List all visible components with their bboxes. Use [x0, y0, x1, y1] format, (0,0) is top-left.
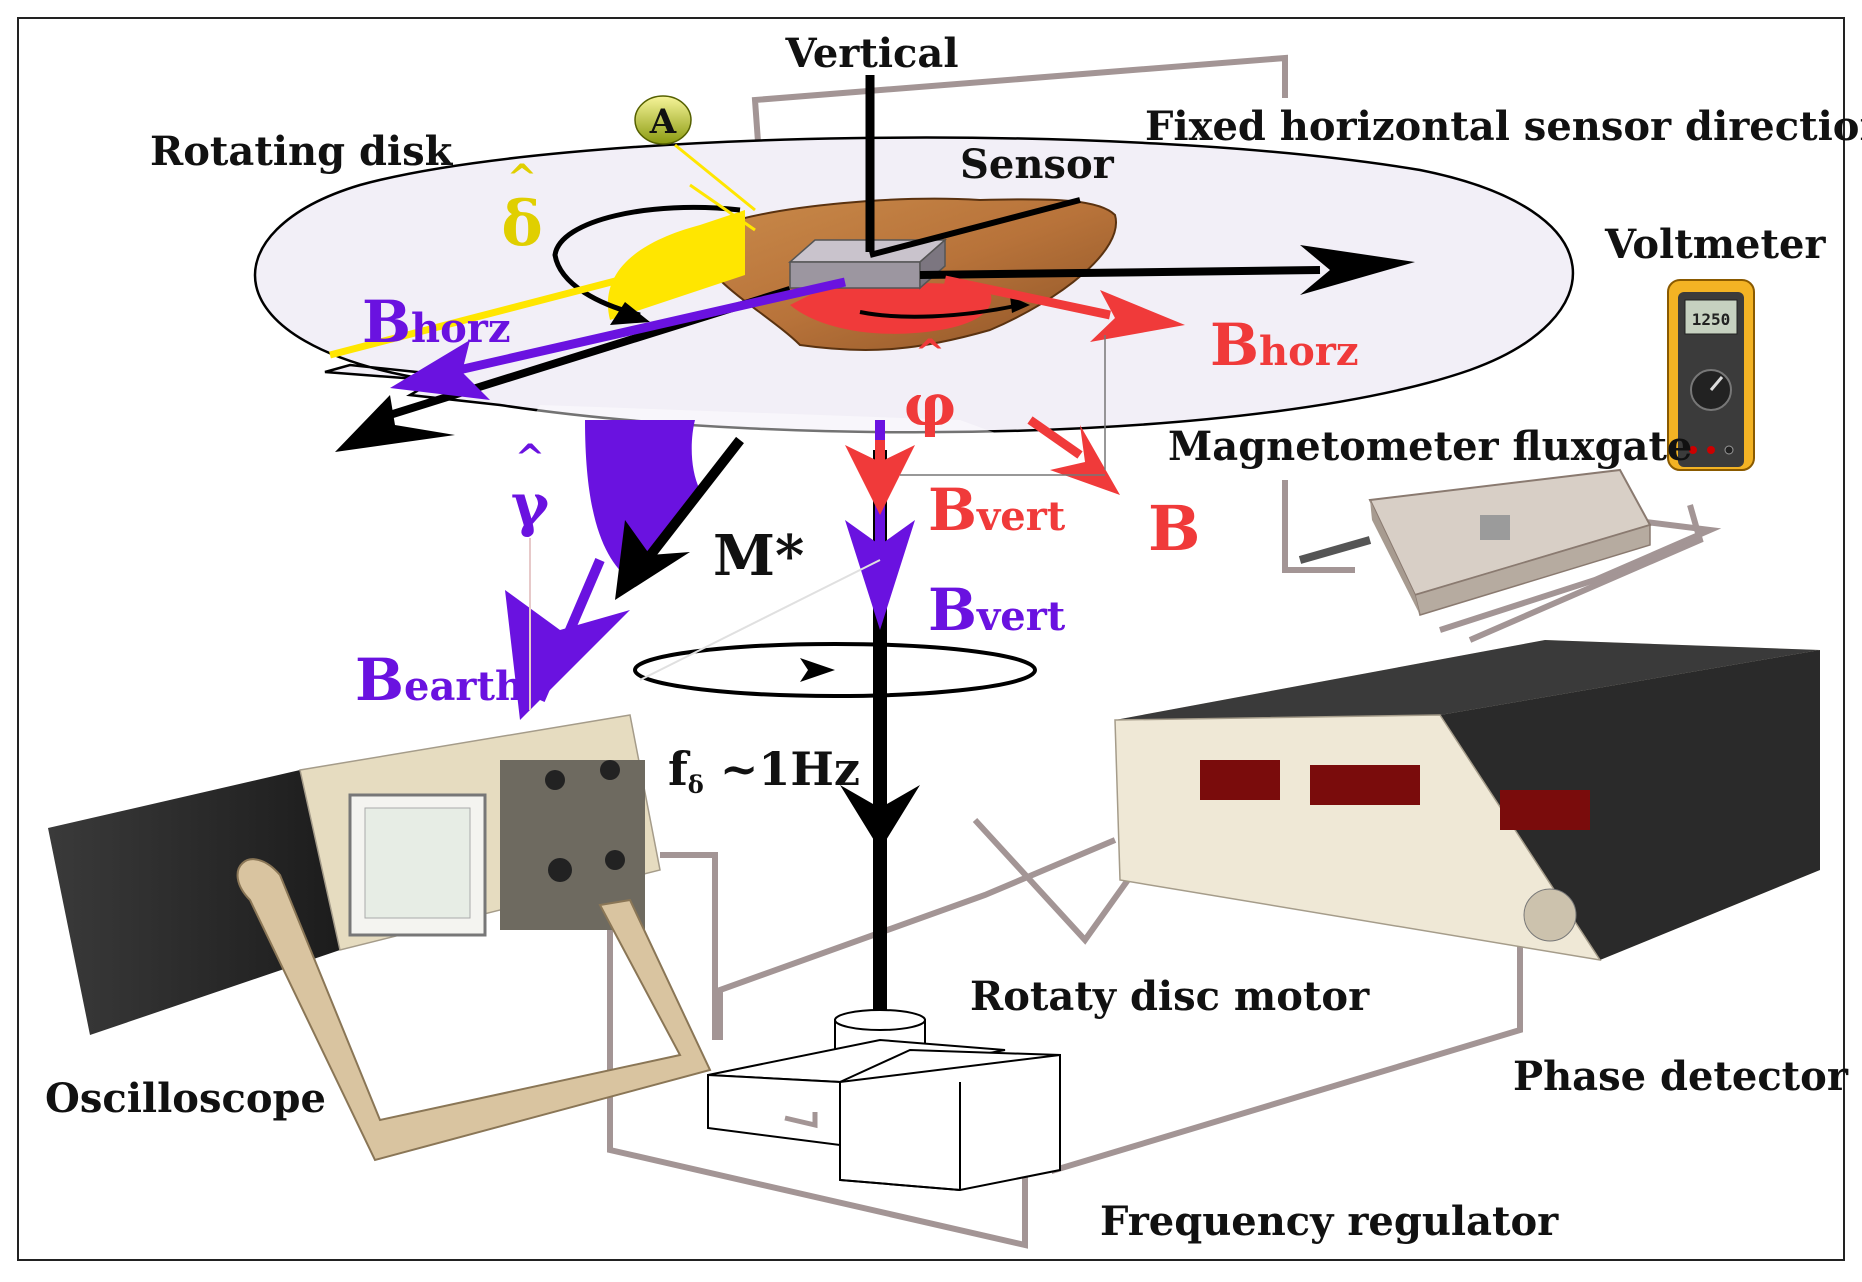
b-horz-purple-label: Bhorz [362, 288, 511, 356]
voltmeter-device: 1250 [1667, 279, 1755, 471]
voltmeter-wire [1439, 517, 1722, 633]
b-horz-red-label: Bhorz [1210, 311, 1359, 379]
delta-angle-label: δ [501, 187, 542, 260]
fixed-sensor-direction-label: Fixed horizontal sensor direction [1145, 103, 1862, 150]
b-total-label: B [1148, 492, 1200, 565]
svg-text:^: ^ [915, 332, 945, 374]
gamma-angle-wedge [585, 420, 700, 580]
frequency-regulator-label: Frequency regulator [1100, 1198, 1559, 1245]
phase-detector-device [1114, 640, 1820, 962]
shaft-arrowhead [840, 785, 920, 850]
b-horz-purple-arrowhead [390, 340, 490, 400]
sensor-direction-arrowhead [1300, 245, 1415, 295]
b-earth-arrowhead [505, 590, 630, 720]
motor-unit [707, 1009, 1061, 1192]
delta-arc [552, 204, 741, 318]
phase-loop-wire [972, 817, 1138, 945]
b-vert-purple-label: Bvert [928, 576, 1066, 644]
b-vert-red-label: Bvert [928, 476, 1066, 544]
yellow-line-a [329, 268, 651, 359]
gamma-angle-label: γ [511, 471, 550, 539]
sensor-label: Sensor [960, 141, 1115, 188]
point-a-marker: A [634, 95, 756, 212]
voltmeter-reading: 1250 [1692, 310, 1731, 329]
phase-detector-label: Phase detector [1513, 1053, 1849, 1100]
phase-motor-wire [717, 837, 1117, 1040]
phi-arc [859, 303, 1021, 319]
osc-motor-wire [660, 852, 718, 1040]
m-star-arrowhead [615, 520, 690, 600]
sensor-pointer-line [869, 197, 1081, 258]
voltmeter-label: Voltmeter [1604, 221, 1826, 268]
point-a-label: A [649, 102, 677, 142]
oscilloscope-label: Oscilloscope [45, 1075, 326, 1122]
fluxgate-left-wire [1282, 480, 1355, 573]
b-vert-purple-arrowhead [845, 520, 915, 630]
m-star-label: M* [713, 523, 804, 589]
rotation-arc [633, 642, 1037, 698]
frequency-label: fδ ~1Hz [668, 742, 860, 799]
oscilloscope-device [48, 714, 712, 1162]
oscilloscope-handle [236, 858, 712, 1162]
svg-text:^: ^ [515, 437, 545, 479]
b-horz-purple-shaft [449, 277, 846, 377]
m-star-shaft [631, 436, 744, 579]
red-vectors [845, 275, 1185, 515]
b-horz-red-shaft [944, 275, 1111, 320]
phi-angle-label: φ [904, 371, 956, 439]
b-red-shaft [1027, 416, 1083, 459]
b-horz-red-arrowhead [1090, 290, 1185, 342]
b-red-arrowhead [1050, 425, 1120, 495]
b-vert-red-arrowhead [845, 445, 915, 515]
vertical-label: Vertical [784, 30, 958, 77]
phase-regulator-wire [1052, 935, 1523, 1175]
rotating-disk-label: Rotating disk [150, 128, 454, 175]
sensor-direction-line [919, 266, 1321, 279]
fluxgate-phase-wire [1468, 504, 1704, 643]
delta-angle-wedge [607, 210, 745, 320]
magnetometer-label: Magnetometer fluxgate [1168, 423, 1692, 470]
b-earth-label: Bearth [355, 646, 524, 714]
phi-angle-wedge [790, 280, 992, 334]
svg-text:^: ^ [507, 157, 537, 199]
fluxgate-device [1298, 468, 1652, 616]
disk-axis-arrowhead [335, 395, 455, 452]
figure-frame [17, 17, 1845, 1261]
motor-label: Rotaty disc motor [970, 973, 1370, 1020]
